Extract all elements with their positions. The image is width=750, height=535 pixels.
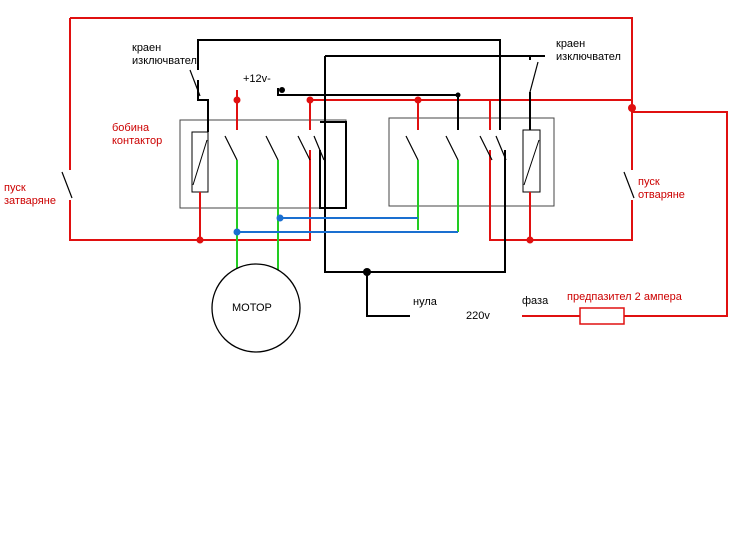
red-outer-loop — [69, 17, 728, 317]
black-wires — [197, 39, 545, 317]
label-plus-12v: +12v- — [243, 73, 271, 85]
coil-left — [191, 131, 209, 193]
label-coil-contactor: бобина контактор — [112, 122, 163, 147]
start-open-switch — [623, 171, 635, 199]
fuse-symbol — [579, 307, 625, 325]
red-supply — [236, 90, 632, 130]
junction-dot — [196, 236, 204, 244]
blue-wires — [237, 217, 458, 233]
label-motor: МОТОР — [232, 302, 272, 314]
junction-dot — [414, 96, 422, 104]
junction-dot — [276, 214, 284, 222]
label-phase: фаза — [522, 295, 549, 307]
label-voltage: 220v — [466, 310, 490, 322]
start-close-switch — [61, 171, 73, 199]
contacts — [224, 135, 507, 161]
label-start-close: пуск затваряне — [4, 182, 56, 207]
junction-dot — [526, 236, 534, 244]
limit-switch-left — [189, 69, 201, 97]
label-neutral: нула — [413, 296, 437, 308]
label-limit-switch-left: краен изключвател — [132, 42, 197, 67]
coil-right — [522, 129, 541, 193]
junction-dot — [306, 96, 314, 104]
motor-symbol — [211, 263, 301, 353]
junction-dot — [279, 87, 285, 93]
junction-dot — [363, 268, 371, 276]
junction-dot — [628, 104, 636, 112]
label-start-open: пуск отваряне — [638, 176, 685, 201]
label-limit-switch-right: краен изключвател — [556, 38, 621, 63]
junction-dot — [455, 92, 461, 98]
label-fuse: предпазител 2 ампера — [567, 291, 682, 303]
junction-dot — [233, 96, 241, 104]
green-motor-wires — [236, 160, 459, 270]
contactor-right-box — [388, 117, 555, 207]
junction-dot — [233, 228, 241, 236]
limit-switch-right — [529, 61, 539, 93]
coil-red-leads — [199, 150, 531, 241]
